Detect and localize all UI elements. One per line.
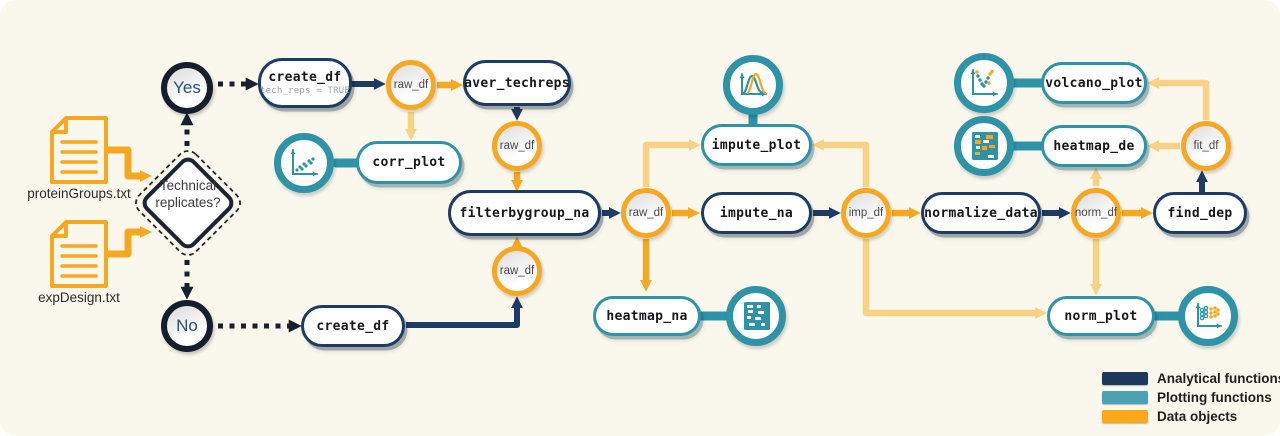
legend: Analytical functions Plotting functions … xyxy=(1102,369,1280,426)
data-arrows xyxy=(437,79,1153,292)
heatmap-icon xyxy=(726,286,786,346)
decision-question: Technical replicates? xyxy=(155,178,221,210)
data-fit-df: fit_df xyxy=(1181,121,1231,171)
analytical-arrows xyxy=(352,78,1208,328)
volcano-scatter-icon xyxy=(954,53,1014,113)
legend-row-data: Data objects xyxy=(1102,407,1280,425)
heatmap-icon xyxy=(954,116,1014,176)
node-corr-plot: corr_plot xyxy=(356,141,462,184)
node-impute-plot: impute_plot xyxy=(701,124,812,166)
data-raw-df: raw_df xyxy=(621,188,671,238)
node-create-df-techreps: create_df tech_reps = TRUE xyxy=(258,58,352,108)
decision-yes-node: Yes xyxy=(161,62,213,114)
dot-columns-plot-icon xyxy=(1178,286,1238,346)
data-raw-df: raw_df xyxy=(386,60,436,110)
plot-input-arrows xyxy=(405,77,1210,319)
legend-row-plotting: Plotting functions xyxy=(1102,388,1280,406)
input-file-expdesign: expDesign.txt xyxy=(38,290,120,305)
data-raw-df: raw_df xyxy=(492,121,542,171)
decision-no-node: No xyxy=(161,300,213,352)
scatter-plot-icon xyxy=(274,133,334,193)
data-raw-df: raw_df xyxy=(492,246,542,296)
node-volcano-plot: volcano_plot xyxy=(1041,62,1147,104)
node-heatmap-de: heatmap_de xyxy=(1041,125,1147,167)
data-imp-df: imp_df xyxy=(841,188,891,238)
node-aver-techreps: aver_techreps xyxy=(463,60,571,106)
decision-diamond xyxy=(135,150,241,256)
input-arrows xyxy=(107,146,152,258)
legend-swatch-plotting xyxy=(1102,390,1148,404)
node-normalize-data: normalize_data xyxy=(921,192,1041,234)
legend-row-analytical: Analytical functions xyxy=(1102,369,1280,387)
legend-swatch-data xyxy=(1102,409,1148,423)
density-plot-icon xyxy=(723,55,783,115)
legend-swatch-analytical xyxy=(1102,371,1148,385)
node-filterbygroup-na: filterbygroup_na xyxy=(448,190,601,236)
document-icon xyxy=(50,116,108,184)
document-icon xyxy=(50,220,108,288)
node-heatmap-na: heatmap_na xyxy=(593,296,701,336)
data-norm-df: norm_df xyxy=(1071,188,1121,238)
node-find-dep: find_dep xyxy=(1153,192,1247,234)
input-file-proteingroups: proteinGroups.txt xyxy=(27,186,131,201)
node-norm-plot: norm_plot xyxy=(1047,296,1155,336)
node-create-df: create_df xyxy=(301,305,405,347)
dotted-arrows xyxy=(180,77,302,333)
node-impute-na: impute_na xyxy=(701,192,812,234)
